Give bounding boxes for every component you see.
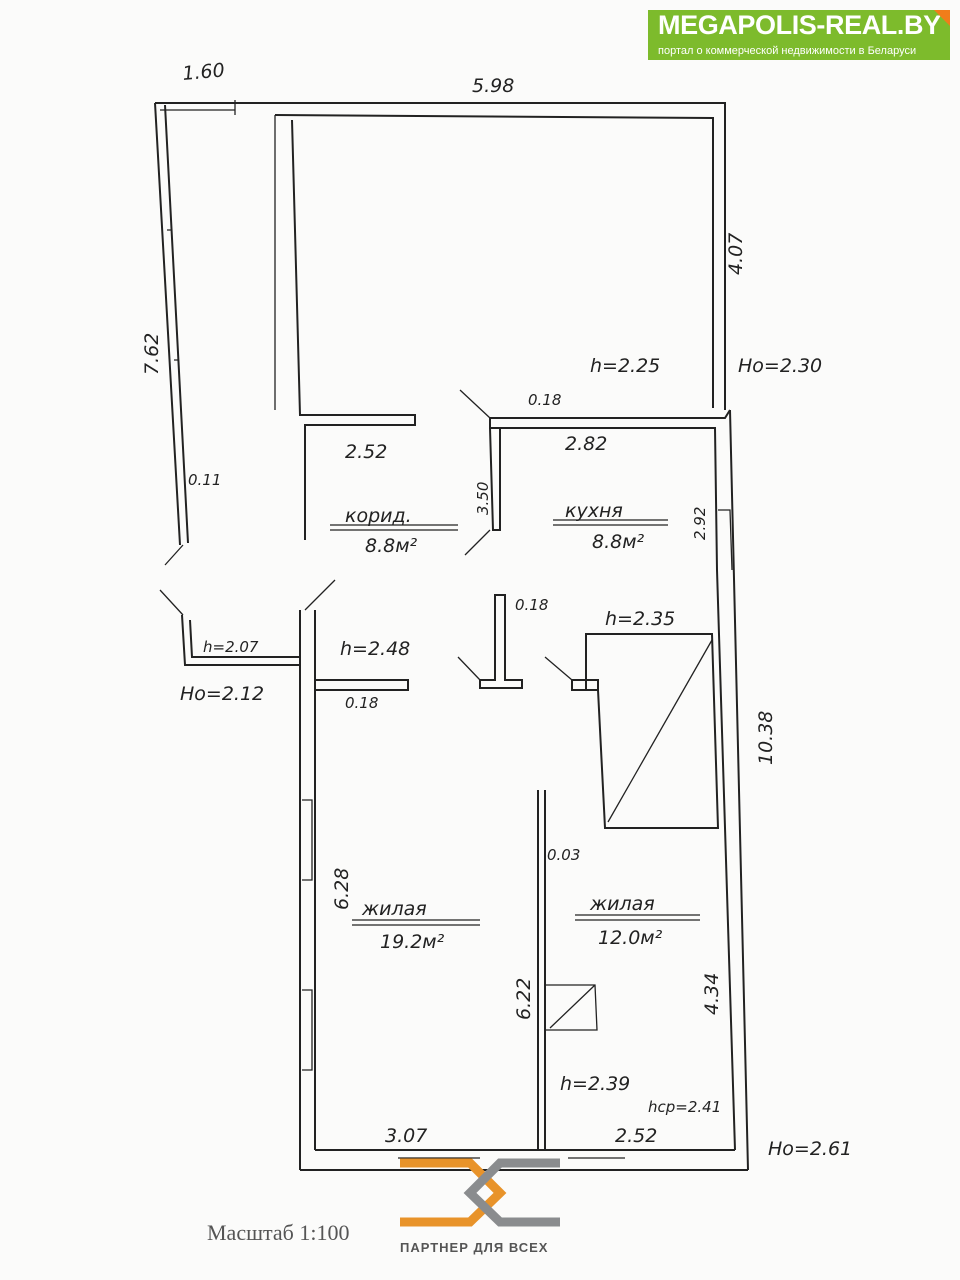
dim-living2-length-left: 6.22 bbox=[513, 978, 535, 1020]
walls bbox=[154, 100, 749, 1171]
badge-corner-fold bbox=[934, 10, 950, 26]
dim-room-top-height: 4.07 bbox=[725, 233, 747, 275]
room-labels: корид. 8.8м² кухня 8.8м² жилая 19.2м² жи… bbox=[330, 500, 700, 953]
dim-right-length: 10.38 bbox=[755, 711, 777, 765]
height-porch-outer: Ho=2.12 bbox=[180, 683, 264, 705]
dim-balcony-length: 7.62 bbox=[141, 333, 163, 375]
height-labels: h=2.25 Ho=2.30 h=2.35 h=2.07 Ho=2.12 h=2… bbox=[180, 355, 852, 1160]
height-stove: h=2.35 bbox=[605, 608, 675, 630]
height-porch: h=2.07 bbox=[203, 638, 259, 656]
dim-living1-length: 6.28 bbox=[331, 868, 353, 910]
dim-corridor-width: 2.52 bbox=[345, 441, 387, 463]
dim-balcony-width: 1.60 bbox=[182, 59, 226, 85]
room-kitchen-name: кухня bbox=[565, 500, 623, 522]
scale-label: Масштаб 1:100 bbox=[207, 1220, 350, 1245]
dim-partition-2: 0.18 bbox=[515, 596, 548, 614]
megapolis-badge[interactable]: MEGAPOLIS-REAL.BY портал о коммерческой … bbox=[648, 10, 950, 60]
badge-title: MEGAPOLIS-REAL.BY bbox=[658, 10, 941, 40]
room-corridor-name: корид. bbox=[345, 505, 412, 527]
height-top-outer: Ho=2.30 bbox=[738, 355, 822, 377]
dim-kitchen-length: 2.92 bbox=[691, 507, 709, 540]
room-kitchen-area: 8.8м² bbox=[592, 531, 645, 553]
dimension-labels: 1.60 5.98 7.62 4.07 0.18 2.52 2.82 3.50 … bbox=[141, 59, 777, 1147]
dim-kitchen-width: 2.82 bbox=[565, 433, 607, 455]
room-living2-area: 12.0м² bbox=[598, 927, 663, 949]
dim-living2-width: 2.52 bbox=[615, 1125, 657, 1147]
height-living2-avg: hср=2.41 bbox=[648, 1098, 721, 1116]
dim-balcony-wall: 0.11 bbox=[188, 471, 221, 489]
dim-partition-1: 0.18 bbox=[528, 391, 561, 409]
room-living1-area: 19.2м² bbox=[380, 931, 445, 953]
room-corridor-area: 8.8м² bbox=[365, 535, 418, 557]
height-living2: h=2.39 bbox=[560, 1073, 630, 1095]
dim-corridor-length: 3.50 bbox=[474, 482, 492, 515]
badge-subtitle: портал о коммерческой недвижимости в Бел… bbox=[658, 45, 917, 57]
room-living1-name: жилая bbox=[361, 898, 427, 920]
dim-partition-3: 0.18 bbox=[345, 694, 378, 712]
partner-logo bbox=[400, 1158, 560, 1227]
height-outer: Ho=2.61 bbox=[768, 1138, 852, 1160]
logo-gray-stroke bbox=[463, 1158, 560, 1227]
dim-living2-length-right: 4.34 bbox=[701, 973, 723, 1015]
height-hall: h=2.48 bbox=[340, 638, 410, 660]
room-living2-name: жилая bbox=[589, 893, 655, 915]
height-top-room: h=2.25 bbox=[590, 355, 660, 377]
dim-partition-4: 0.03 bbox=[547, 846, 580, 864]
partner-slogan: ПАРТНЕР ДЛЯ ВСЕХ bbox=[400, 1240, 549, 1255]
dim-top-length: 5.98 bbox=[472, 75, 514, 97]
logo-orange-stroke bbox=[400, 1158, 507, 1227]
dim-living1-width: 3.07 bbox=[385, 1125, 427, 1147]
